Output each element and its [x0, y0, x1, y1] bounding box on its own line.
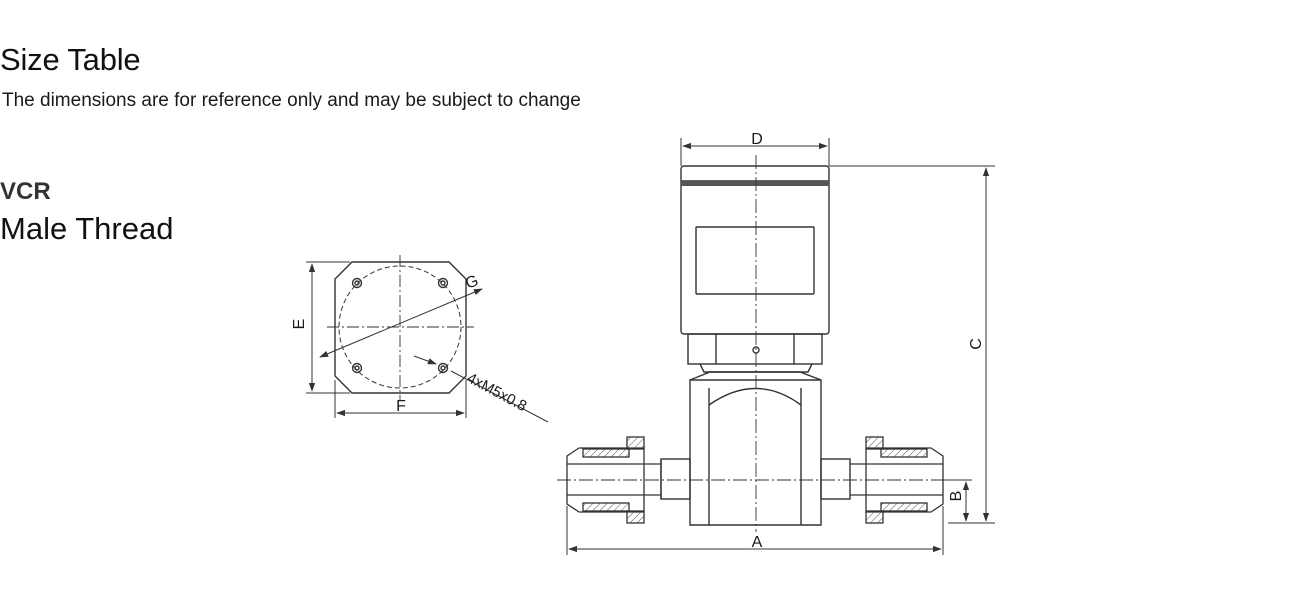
dimension-g	[319, 288, 483, 358]
variant-thread: Male Thread	[0, 211, 174, 246]
page-title: Size Table	[0, 42, 141, 77]
page-subtitle: The dimensions are for reference only an…	[2, 90, 581, 111]
valve-center-lines	[557, 155, 955, 532]
label-f: F	[396, 398, 406, 415]
label-d: D	[751, 131, 763, 148]
label-e: E	[291, 319, 308, 330]
dimension-d	[680, 138, 830, 166]
left-fitting	[566, 436, 662, 524]
bolt-callout-leader	[413, 355, 549, 423]
dimension-a	[566, 506, 944, 555]
valve-front-view	[660, 165, 851, 526]
label-b: B	[948, 491, 965, 502]
label-c: C	[968, 338, 985, 350]
right-fitting	[850, 436, 944, 524]
flange-top-view	[327, 255, 474, 400]
label-bolts: 4xM5x0.8	[464, 370, 529, 416]
variant-name: VCR	[0, 178, 51, 205]
dimension-f	[334, 380, 467, 418]
dimension-b	[945, 479, 972, 522]
dimension-e	[306, 261, 350, 394]
label-a: A	[752, 534, 763, 551]
label-g: G	[463, 272, 481, 292]
dimension-c	[829, 165, 995, 524]
